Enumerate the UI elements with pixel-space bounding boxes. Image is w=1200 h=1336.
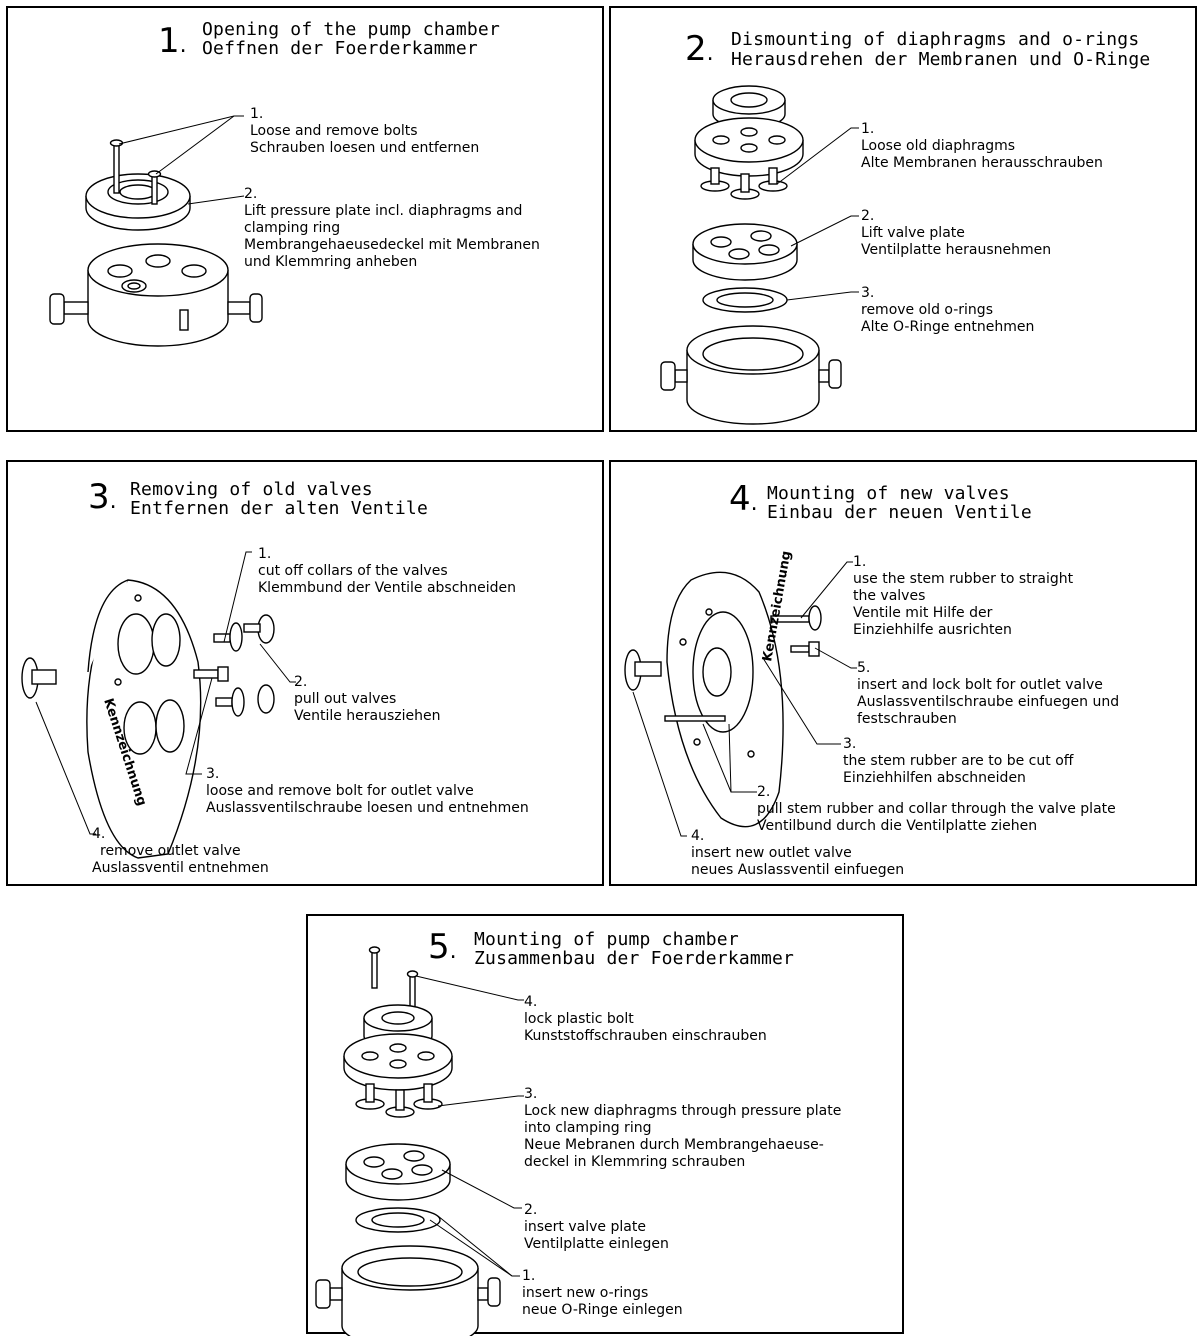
panel-2-step-3: 3. remove old o-rings Alte O-Ringe entne… [861,285,1035,335]
panel-5-step-3: 3. Lock new diaphragms through pressure … [524,1086,842,1170]
panel-5-illustration [315,946,524,1336]
panel-4-title-en: Mounting of new valves [767,483,1010,504]
panel-4-illustration: Kennzeichnung [624,550,857,837]
pressure-plate [85,173,191,231]
panel-4-title-de: Einbau der neuen Ventile [767,502,1032,523]
valve-plate [345,1143,451,1201]
leader-line-4 [632,691,687,837]
panel-3-illustration: Kennzeichnung [21,551,296,859]
pump-chamber-body [49,243,263,347]
panel-4: Kennzeichnung 4. Mounting of new valves … [609,460,1197,886]
panel-3-step-3: 3. loose and remove bolt for outlet valv… [206,766,529,816]
panel-1-title-de: Oeffnen der Foerderkammer [202,38,478,59]
leader-line-1 [800,561,853,619]
panel-2-step-2: 2. Lift valve plate Ventilplatte herausn… [861,208,1052,258]
panel-5-step-4: 4. lock plastic bolt Kunststoffschrauben… [524,994,767,1044]
panel-1-title-en: Opening of the pump chamber [202,19,500,40]
panel-1-step-1: 1. Loose and remove bolts Schrauben loes… [250,106,480,156]
outlet-bolt [790,641,820,657]
bolts [109,139,162,205]
leader-line-5 [814,647,857,669]
panel-5: 5. Mounting of pump chamber Zusammenbau … [306,914,904,1336]
panel-5-title-en: Mounting of pump chamber [474,929,739,950]
panel-3: Kennzeichnung 3. Removing of old valves … [6,460,604,886]
panel-5-title-de: Zusammenbau der Foerderkammer [474,948,795,969]
pump-chamber-body [315,1245,501,1336]
panel-3-step-1: 1. cut off collars of the valves Klemmbu… [258,546,517,596]
panel-4-step-1: 1. use the stem rubber to straight the v… [853,554,1074,638]
panel-4-step-4: 4. insert new outlet valve neues Auslass… [691,828,905,878]
leader-line-2 [187,195,245,205]
leader-line-1b [155,115,235,175]
panel-3-step-2: 2. pull out valves Ventile herausziehen [294,674,441,724]
panel-3-title-de: Entfernen der alten Ventile [130,498,428,519]
leader-line-2 [259,643,296,683]
outlet-bolt [193,666,229,682]
pressure-plate [343,1033,453,1091]
panel-4-number: 4. [729,479,758,519]
panel-4-step-3: 3. the stem rubber are to be cut off Ein… [843,736,1074,786]
pressure-plate [694,117,804,177]
panel-3-step-4: 4. remove outlet valve Auslassventil ent… [92,826,269,876]
panel-5-number: 5. [428,927,457,967]
panel-2: 2. Dismounting of diaphragms and o-rings… [609,6,1197,432]
panel-1: 1. Opening of the pump chamber Oeffnen d… [6,6,604,432]
panel-2-step-1: 1. Loose old diaphragms Alte Membranen h… [861,121,1103,171]
valve-plate [692,223,798,281]
o-ring [355,1207,441,1233]
panel-3-title-en: Removing of old valves [130,479,373,500]
stem-rubber [664,605,822,722]
panel-1-step-2: 2. Lift pressure plate incl. diaphragms … [244,186,540,270]
leader-line-1b [437,1215,513,1277]
leader-line-2 [790,215,859,247]
outlet-valve [21,657,57,699]
leader-line-2 [441,1169,522,1209]
panel-4-step-2: 2. pull stem rubber and collar through t… [757,784,1116,834]
leader-line-1 [223,551,252,643]
leader-line-4 [415,975,524,1001]
valves [213,614,275,717]
pump-chamber-body [660,325,842,425]
valve-plate-side [86,579,202,859]
leader-line-4 [35,701,96,835]
diaphragms [355,1083,443,1118]
leader-line-1 [776,127,859,185]
panel-2-title-de: Herausdrehen der Membranen und O-Ringe [731,49,1151,70]
panel-1-number: 1. [158,21,187,61]
valve-plate-angled [666,571,784,828]
diaphragms [700,167,788,200]
o-ring [702,287,788,313]
panel-2-number: 2. [685,29,714,69]
panel-5-step-2: 2. insert valve plate Ventilplatte einle… [524,1202,669,1252]
leader-line-2b [728,723,732,793]
leader-line-3 [437,1095,524,1107]
panel-5-step-1: 1. insert new o-rings neue O-Ringe einle… [522,1268,683,1318]
panel-2-title-en: Dismounting of diaphragms and o-rings [731,29,1140,50]
leader-line-1a [118,115,244,145]
panel-3-number: 3. [88,477,117,517]
leader-line-3 [185,677,213,775]
panel-1-illustration [49,115,263,347]
panel-4-step-5: 5. insert and lock bolt for outlet valve… [857,660,1120,727]
leader-line-3 [762,657,841,745]
panel-2-illustration [660,85,859,425]
plate-label: Kennzeichnung [760,550,794,663]
leader-line-3 [786,291,859,301]
outlet-valve [624,649,662,691]
